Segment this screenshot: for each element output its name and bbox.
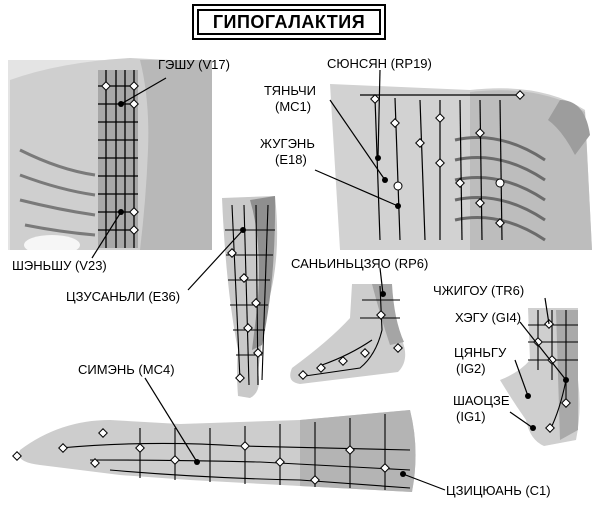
label-sanyintszyao: САНЬИНЬЦЗЯО (RP6) <box>291 256 429 271</box>
label-zhugen-name: ЖУГЭНЬ <box>260 136 315 151</box>
arm-meridian-grid <box>59 414 411 490</box>
label-tyanchi-name: ТЯНЬЧИ <box>264 83 316 98</box>
label-tsitsyuan: ЦЗИЦЮАНЬ (C1) <box>446 483 551 498</box>
label-tsusanli: ЦЗУСАНЬЛИ (E36) <box>66 289 181 304</box>
arm-illustration <box>12 410 416 492</box>
chest-illustration <box>330 84 592 250</box>
label-zhzhigou: ЧЖИГОУ (TR6) <box>433 283 525 298</box>
foot-illustration <box>290 284 406 384</box>
title-inner-frame: ГИПОГАЛАКТИЯ <box>197 9 381 35</box>
label-tsyangu-name: ЦЯНЬГУ <box>454 345 507 360</box>
back-illustration <box>8 58 212 255</box>
label-geshu: ГЭШУ (V17) <box>158 57 230 72</box>
label-zhugen-code: (E18) <box>275 152 307 167</box>
label-syunsyan: СЮНСЯН (RP19) <box>327 56 432 71</box>
leader-lines <box>91 69 567 491</box>
label-simen: СИМЭНЬ (MC4) <box>78 362 175 377</box>
chest-meridian-lines <box>360 94 520 241</box>
diagram-title: ГИПОГАЛАКТИЯ <box>212 11 366 32</box>
label-tyanchi-code: (MC1) <box>275 99 312 114</box>
leg-meridian-grid <box>225 204 275 386</box>
label-shenshu: ШЭНЬШУ (V23) <box>12 258 107 273</box>
label-shaotsze-code: (IG1) <box>456 409 486 424</box>
title-frame: ГИПОГАЛАКТИЯ <box>192 4 386 40</box>
label-hegu: ХЭГУ (GI4) <box>455 310 522 325</box>
label-shaotsze-name: ШАОЦЗЕ <box>453 393 510 408</box>
label-tsyangu-code: (IG2) <box>456 361 486 376</box>
leg-illustration <box>222 196 278 398</box>
hand-illustration <box>500 308 580 446</box>
